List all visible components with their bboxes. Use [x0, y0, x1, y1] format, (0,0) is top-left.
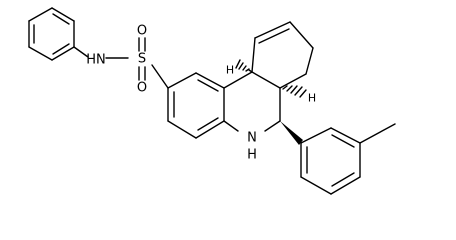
wedge-bond-tolyl — [280, 121, 303, 145]
label-sulfur: S — [138, 52, 146, 67]
label-nh-ring: N — [247, 131, 257, 146]
n-phenyl-ring — [28, 7, 75, 61]
bond-phenyl-nh — [73, 46, 89, 58]
structure-canvas: HN S O O N H H H — [28, 7, 396, 195]
cyclopentene-ring — [251, 21, 314, 89]
label-nh-sulfonamide: HN — [86, 53, 106, 68]
benzo-ring — [167, 72, 225, 139]
label-h-lower: H — [308, 92, 316, 105]
m-tolyl-ring — [300, 127, 361, 195]
hashed-bond-h-upper — [235, 59, 253, 73]
hashed-bond-h-lower — [282, 85, 307, 98]
label-oxygen-top: O — [137, 24, 147, 39]
methyl-bond — [359, 123, 396, 144]
bond-s-aryl — [151, 64, 169, 89]
piperidine-ring — [223, 71, 281, 132]
molecule-drawing: HN S O O N H H H — [28, 7, 396, 195]
label-h-upper: H — [226, 64, 234, 77]
label-nh-ring-h: H — [247, 148, 257, 163]
label-oxygen-bottom: O — [137, 81, 147, 96]
atom-labels: HN S O O N H H H — [86, 24, 316, 163]
